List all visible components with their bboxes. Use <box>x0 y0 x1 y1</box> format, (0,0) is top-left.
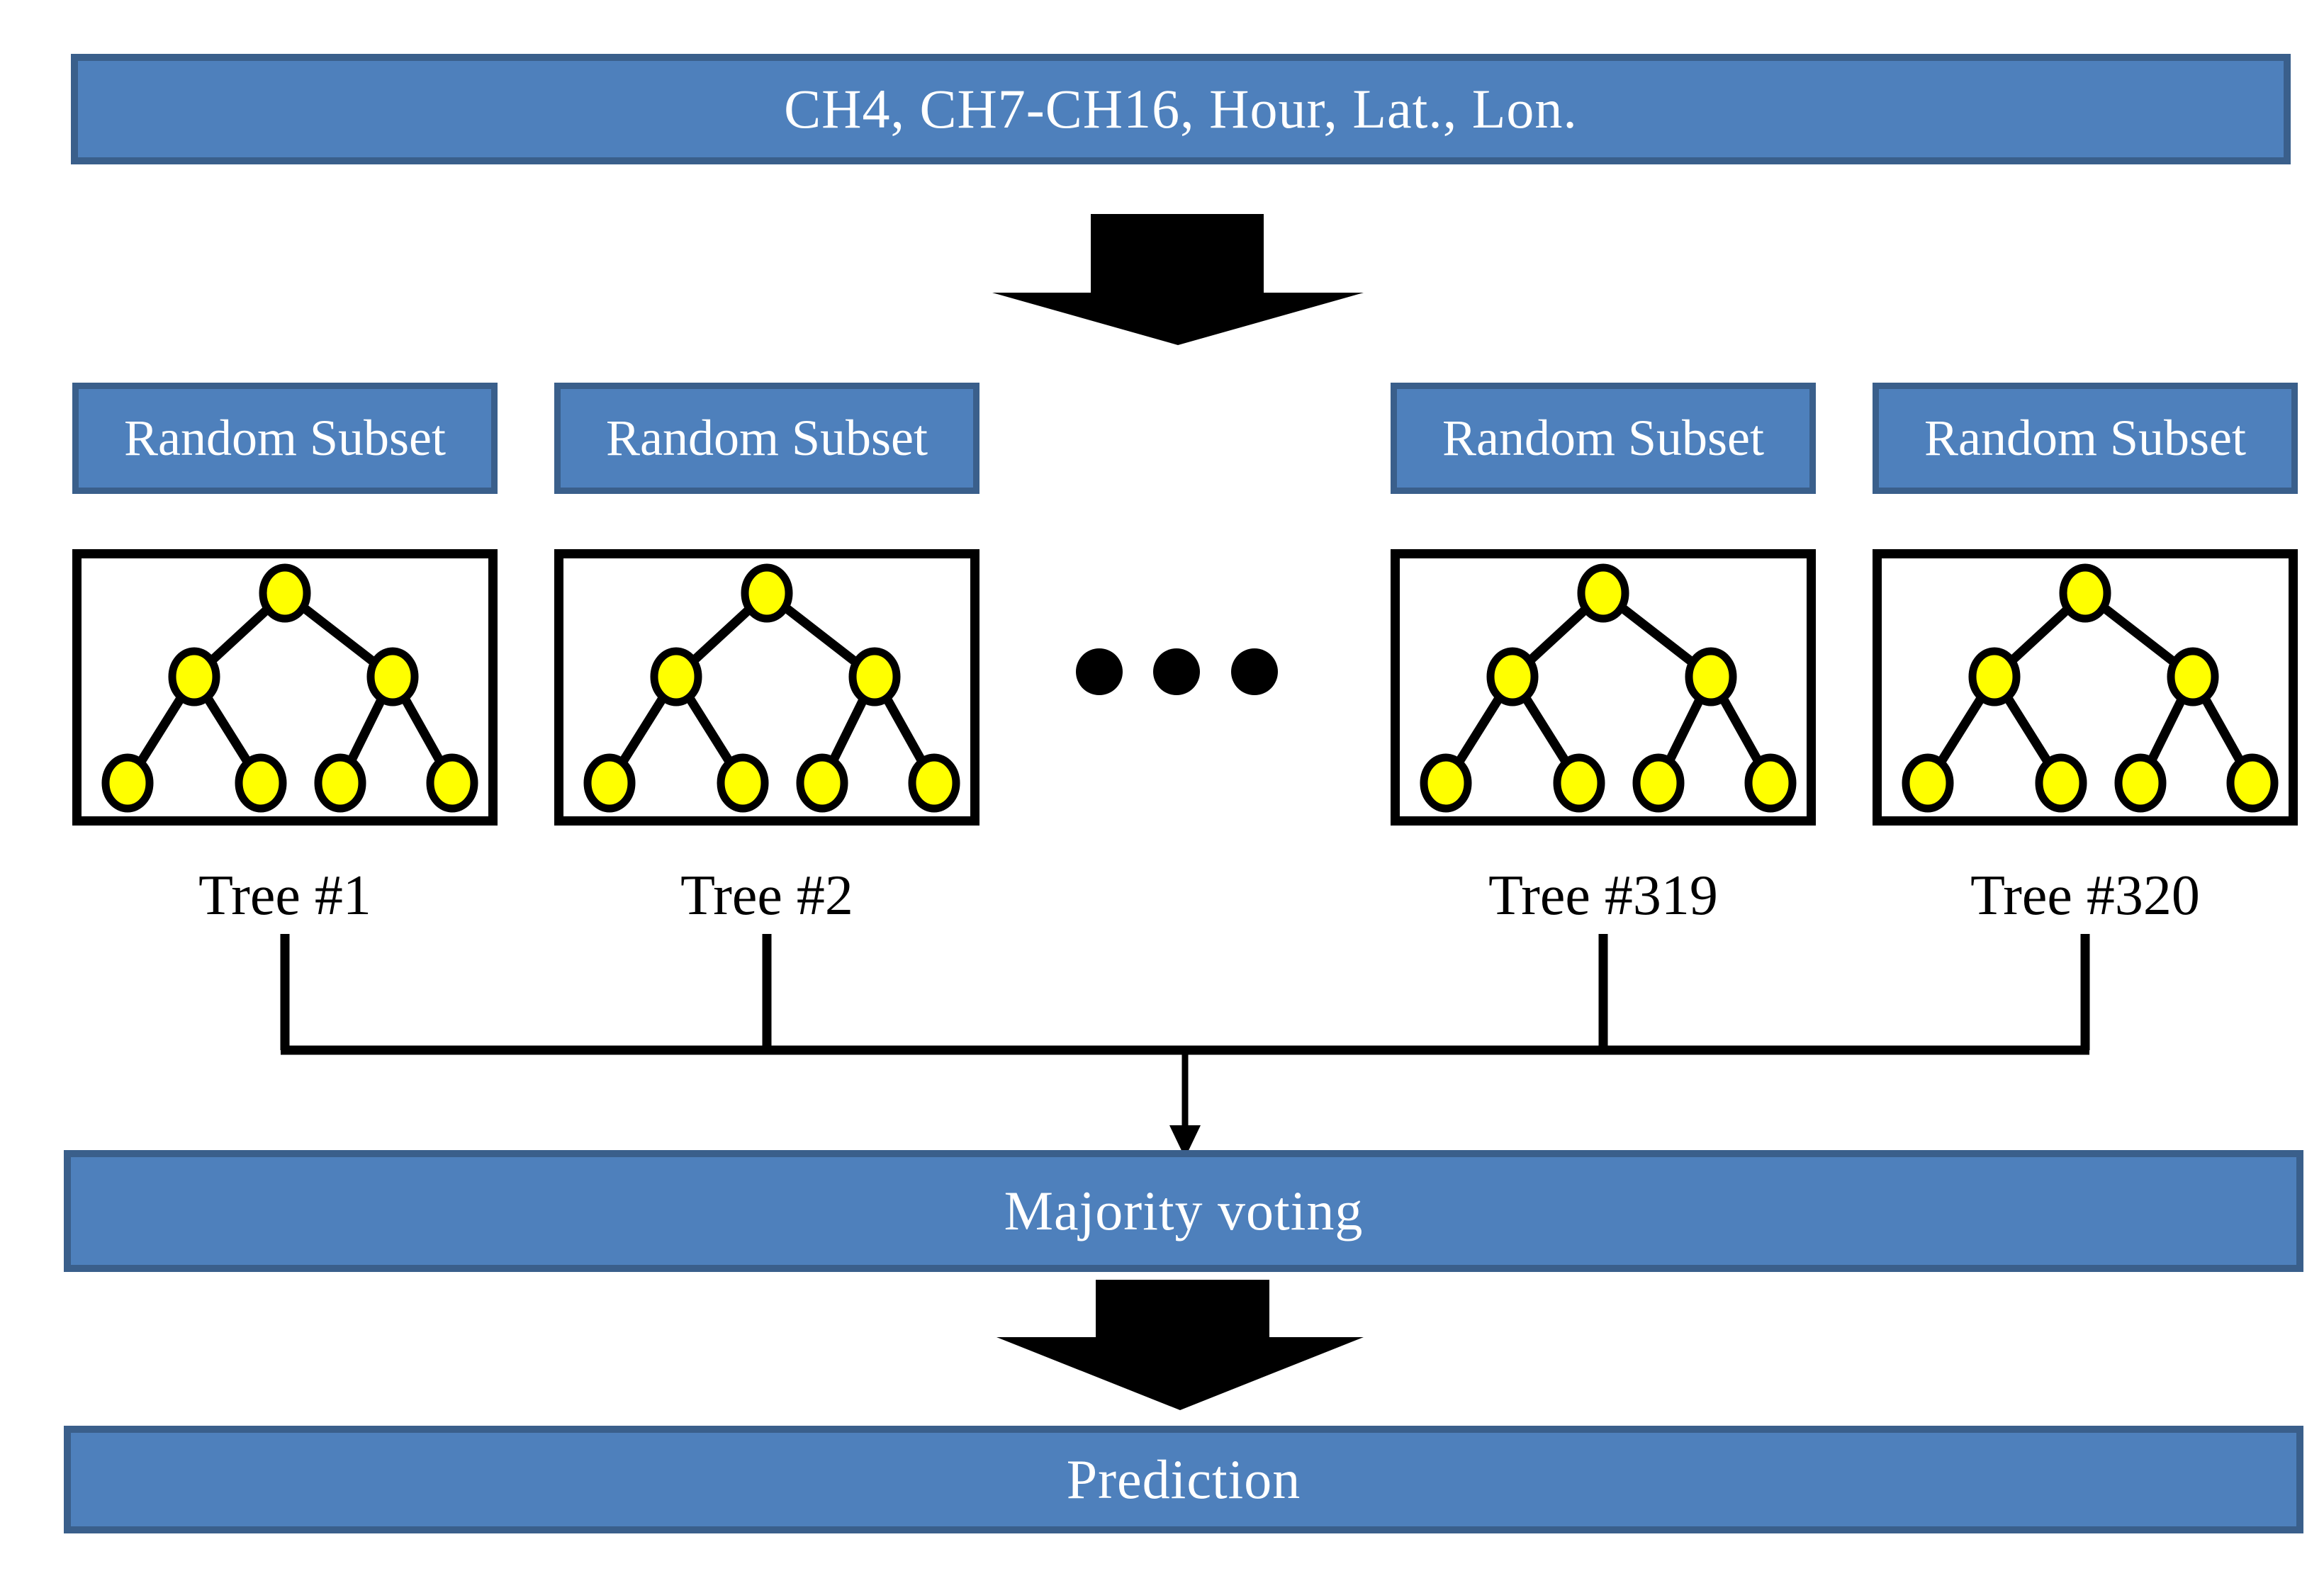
prediction-label: Prediction <box>1066 1448 1301 1510</box>
random-subset-label: Random Subset <box>123 410 446 466</box>
random-subset-box-3: Random Subset <box>1391 383 1816 494</box>
input-features-label: CH4, CH7-CH16, Hour, Lat., Lon. <box>784 78 1578 140</box>
down-block-arrow-bottom <box>997 1280 1364 1410</box>
decision-tree-2 <box>559 554 975 821</box>
tree-label-319: Tree #319 <box>1488 865 1718 927</box>
ellipsis-dot <box>1076 648 1123 695</box>
input-features-banner: CH4, CH7-CH16, Hour, Lat., Lon. <box>71 54 2291 164</box>
ellipsis-dot <box>1231 648 1278 695</box>
tree-label-2: Tree #2 <box>680 865 853 927</box>
majority-voting-banner: Majority voting <box>64 1150 2303 1272</box>
decision-tree-319 <box>1396 554 1812 821</box>
ellipsis-dots <box>1076 648 1278 695</box>
random-subset-box-2: Random Subset <box>554 383 979 494</box>
tree-collector-connector <box>280 934 2090 1158</box>
majority-voting-label: Majority voting <box>1004 1180 1364 1241</box>
random-subset-label: Random Subset <box>1924 410 2246 466</box>
random-subset-box-4: Random Subset <box>1873 383 2298 494</box>
tree-label-320: Tree #320 <box>1970 865 2200 927</box>
random-subset-label: Random Subset <box>605 410 928 466</box>
prediction-banner: Prediction <box>64 1426 2303 1533</box>
collector-arrowhead <box>1169 1125 1201 1158</box>
down-block-arrow-top <box>992 214 1364 345</box>
tree-label-1: Tree #1 <box>198 865 371 927</box>
decision-tree-320 <box>1877 554 2294 821</box>
ellipsis-dot <box>1153 648 1200 695</box>
decision-tree-1 <box>77 554 493 821</box>
random-subset-box-1: Random Subset <box>72 383 498 494</box>
random-subset-label: Random Subset <box>1442 410 1764 466</box>
